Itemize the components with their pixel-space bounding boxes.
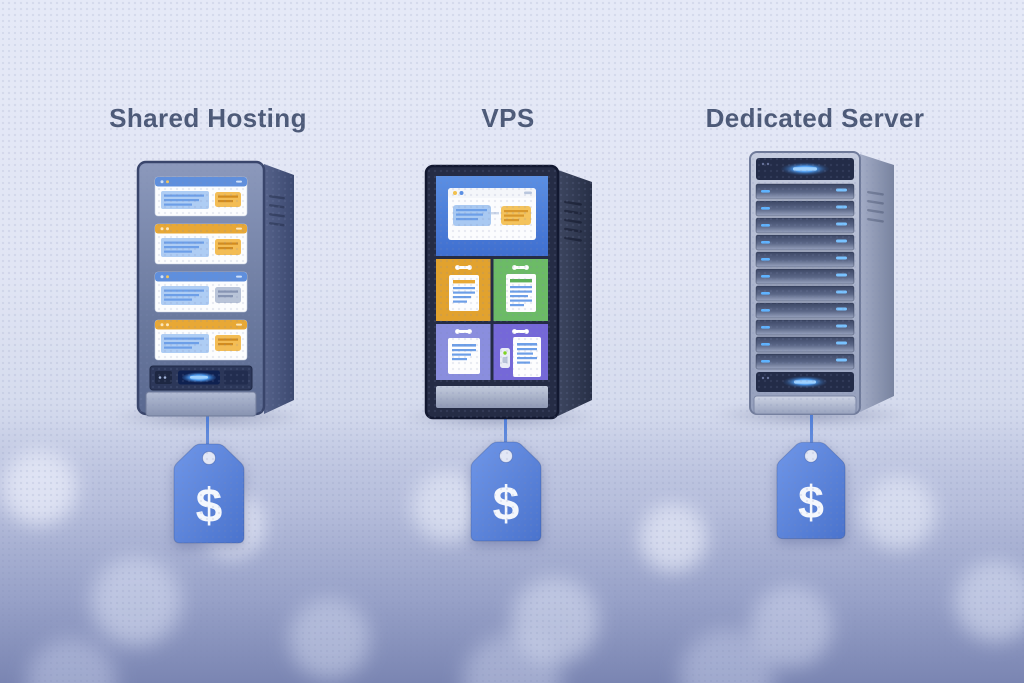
vps-tower-side-vents bbox=[564, 200, 582, 242]
dedicated-tower-side-vents bbox=[867, 190, 884, 223]
dedicated-price-tag-string bbox=[810, 410, 813, 448]
vps-partition-green bbox=[493, 259, 548, 321]
vps-partition-light-purple bbox=[436, 324, 491, 380]
vps-tower-base bbox=[436, 386, 548, 408]
shared-price-tag-icon: $ bbox=[173, 443, 245, 544]
dedicated-top-status-panel bbox=[756, 158, 854, 180]
shared-website-card-3 bbox=[154, 271, 248, 313]
dedicated-tag-hole bbox=[804, 449, 818, 463]
dedicated-slot-leds bbox=[761, 188, 847, 363]
shared-tower-base bbox=[145, 391, 257, 417]
shared-website-card-1 bbox=[154, 176, 248, 217]
shared-tower-side-panel bbox=[264, 164, 294, 414]
shared-website-card-4 bbox=[154, 319, 248, 361]
shared-price-tag-string bbox=[206, 412, 209, 448]
column-title-shared-hosting: Shared Hosting bbox=[109, 103, 307, 133]
vps-partition-violet bbox=[493, 324, 548, 380]
vps-server-illustration bbox=[424, 164, 592, 420]
dedicated-server-illustration bbox=[749, 151, 894, 415]
vps-price-symbol: $ bbox=[493, 478, 520, 531]
dedicated-price-symbol: $ bbox=[798, 476, 824, 528]
dedicated-tower-side-panel bbox=[860, 154, 894, 412]
dedicated-bottom-status-panel bbox=[756, 372, 854, 392]
vps-partition-orange bbox=[436, 259, 491, 321]
dedicated-tower-base bbox=[753, 395, 857, 415]
shared-tag-hole bbox=[202, 451, 216, 465]
column-title-vps: VPS bbox=[481, 103, 535, 133]
vps-price-tag-string bbox=[504, 412, 507, 448]
column-title-dedicated-server: Dedicated Server bbox=[705, 103, 925, 133]
dedicated-price-tag-icon: $ bbox=[776, 441, 846, 540]
dedicated-rack-slots bbox=[755, 183, 855, 370]
vps-price-tag-icon: $ bbox=[470, 441, 542, 542]
vps-tag-hole bbox=[499, 449, 513, 463]
vps-partition-blue bbox=[436, 176, 548, 256]
shared-price-symbol: $ bbox=[196, 480, 223, 533]
shared-website-card-2 bbox=[154, 223, 248, 265]
shared-hosting-server-illustration bbox=[136, 160, 294, 417]
shared-tower-control-panel bbox=[149, 365, 253, 391]
vps-tower-side-panel bbox=[558, 170, 592, 416]
shared-tower-side-vents bbox=[269, 195, 285, 227]
